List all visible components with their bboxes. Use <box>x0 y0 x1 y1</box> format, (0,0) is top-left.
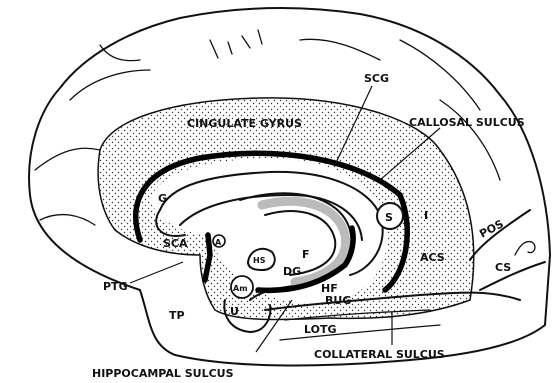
label-sca: SCA <box>163 237 188 250</box>
label-s: S <box>385 211 393 224</box>
label-am: Am <box>233 284 248 293</box>
label-bug: BUG <box>325 294 351 307</box>
label-callosal-sulcus: CALLOSAL SULCUS <box>409 116 525 129</box>
gyral-fold <box>40 215 95 225</box>
label-i: I <box>424 209 428 222</box>
label-hs: HS <box>253 256 266 265</box>
parieto-occipital-sulcus <box>470 210 530 260</box>
label-hippocampal-sulcus: HIPPOCAMPAL SULCUS <box>92 367 234 380</box>
calcarine-sulcus <box>480 262 545 290</box>
gyral-fold <box>35 148 100 170</box>
cs-squiggle <box>515 242 535 255</box>
label-u: U <box>230 305 239 318</box>
label-collateral-sulcus: COLLATERAL SULCUS <box>314 348 445 361</box>
label-cs: CS <box>495 261 511 274</box>
label-acs: ACS <box>420 251 445 264</box>
label-ptg: PTG <box>103 280 128 293</box>
gyral-fold <box>210 30 262 58</box>
label-f: F <box>302 248 310 261</box>
label-tp: TP <box>169 309 185 322</box>
label-scg: SCG <box>364 72 389 85</box>
label-dg: DG <box>283 265 301 278</box>
label-g: G <box>158 192 167 205</box>
gyral-fold <box>70 70 150 100</box>
label-lotg: LOTG <box>304 323 337 336</box>
label-cingulate-gyrus: CINGULATE GYRUS <box>187 117 302 130</box>
label-a: A <box>215 238 222 247</box>
gyral-fold <box>300 39 380 60</box>
ptg-leader <box>130 262 183 283</box>
